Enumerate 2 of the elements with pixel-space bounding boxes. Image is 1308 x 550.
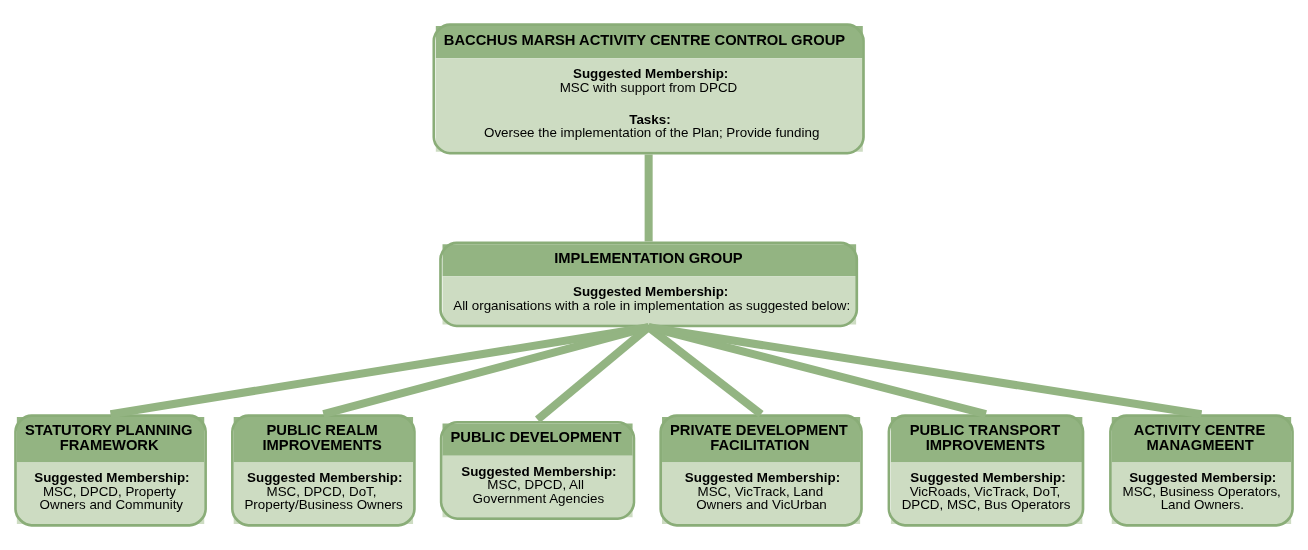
connector [648, 323, 1203, 419]
connector [644, 154, 653, 242]
